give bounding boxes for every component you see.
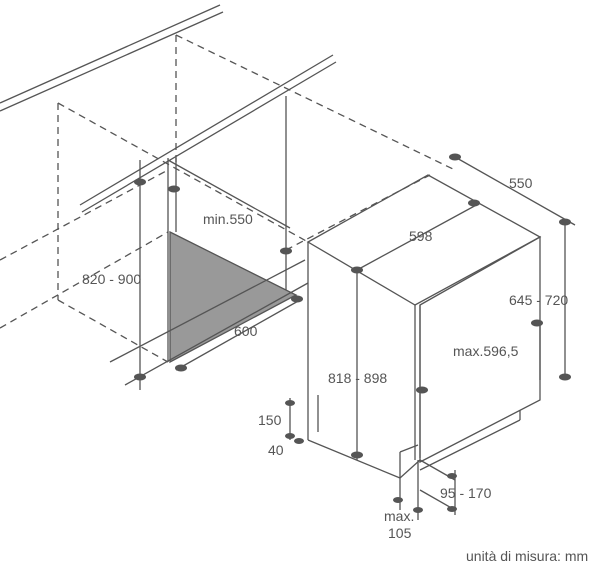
niche-depth-label: min.550: [203, 211, 253, 227]
niche-height-label: 820 - 900: [82, 271, 142, 287]
door-height-label: max.596,5: [453, 343, 519, 359]
total-height-label: 645 - 720: [509, 292, 569, 308]
plinth-150-label: 150: [258, 412, 282, 428]
appliance-door: [419, 235, 541, 464]
max-value-label: 105: [388, 525, 412, 541]
plinth-range-label: 95 - 170: [440, 485, 492, 501]
plinth-40-label: 40: [268, 442, 284, 458]
dimension-markers: [134, 153, 571, 513]
countertop-back-edge: [0, 4, 221, 104]
unit-note: unità di misura: mm: [466, 548, 589, 564]
appliance-width-label: 598: [409, 228, 433, 244]
max-label: max.: [384, 508, 415, 524]
countertop-front-edge: [79, 54, 334, 206]
appliance-depth-label: 550: [509, 175, 533, 191]
niche-width-label: 600: [234, 323, 258, 339]
appliance-height-label: 818 - 898: [328, 370, 388, 386]
